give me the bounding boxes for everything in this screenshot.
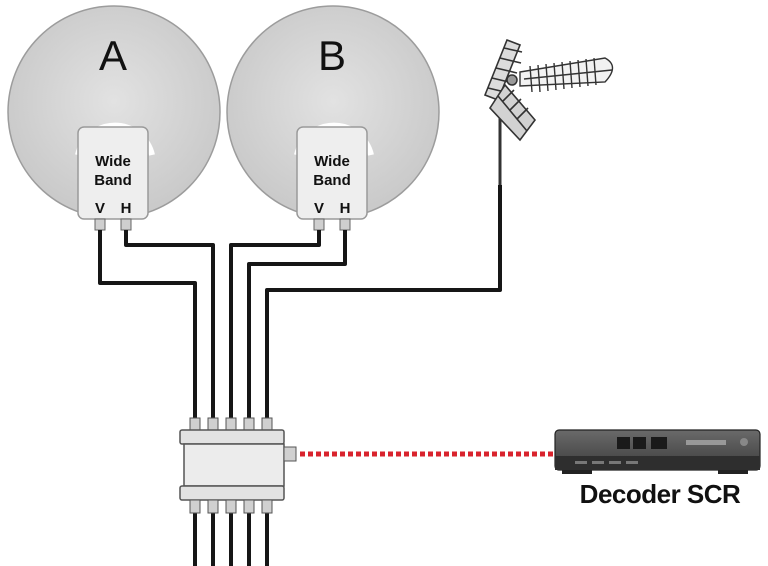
coax-cables — [98, 185, 502, 566]
cable-dish-b-v — [229, 230, 321, 418]
lnb-a: Wide Band V H — [75, 122, 155, 231]
decoder-front-edge — [555, 456, 760, 470]
decoder-power-icon — [740, 438, 748, 446]
cable-dish-b-h — [247, 230, 347, 418]
lnb-a-port-h-connector — [120, 218, 132, 231]
dish-a: A Wide Band V H — [7, 5, 221, 231]
decoder-label: Decoder SCR — [580, 479, 741, 509]
uhf-yagi-element — [519, 57, 614, 93]
lnb-b-label-line2: Band — [313, 172, 351, 189]
multiswitch — [179, 417, 297, 514]
lnb-b-port-h-label: H — [340, 200, 351, 217]
multiswitch-output-connectors — [189, 499, 273, 514]
cable-dish-a-v — [98, 230, 197, 418]
lnb-b-label-line1: Wide — [314, 153, 350, 170]
multiswitch-side-port — [283, 446, 297, 462]
multiswitch-body — [183, 443, 285, 487]
cable-dish-a-h — [124, 230, 215, 418]
multiswitch-top-rail — [179, 429, 285, 445]
dish-a-letter: A — [99, 32, 127, 79]
lnb-b: Wide Band V H — [294, 122, 374, 231]
dish-b-letter: B — [318, 32, 346, 79]
decoder-display — [686, 440, 726, 445]
lnb-a-port-h-label: H — [121, 200, 132, 217]
lnb-a-port-v-label: V — [95, 200, 105, 217]
dish-b: B Wide Band V H — [226, 5, 440, 231]
terrestrial-antenna — [483, 38, 614, 290]
multiswitch-bottom-rail — [179, 485, 285, 501]
lnb-a-port-v-connector — [94, 218, 106, 231]
multiswitch-input-connectors — [189, 417, 273, 433]
lnb-b-port-v-connector — [313, 218, 325, 231]
lnb-b-port-h-connector — [339, 218, 351, 231]
decoder-scr — [554, 429, 761, 474]
lnb-a-label-line1: Wide — [95, 153, 131, 170]
antenna-hub — [506, 74, 518, 86]
vhf-reflector-grid — [483, 38, 537, 142]
lnb-a-label-line2: Band — [94, 172, 132, 189]
lnb-b-port-v-label: V — [314, 200, 324, 217]
cable-terrestrial — [265, 185, 502, 418]
